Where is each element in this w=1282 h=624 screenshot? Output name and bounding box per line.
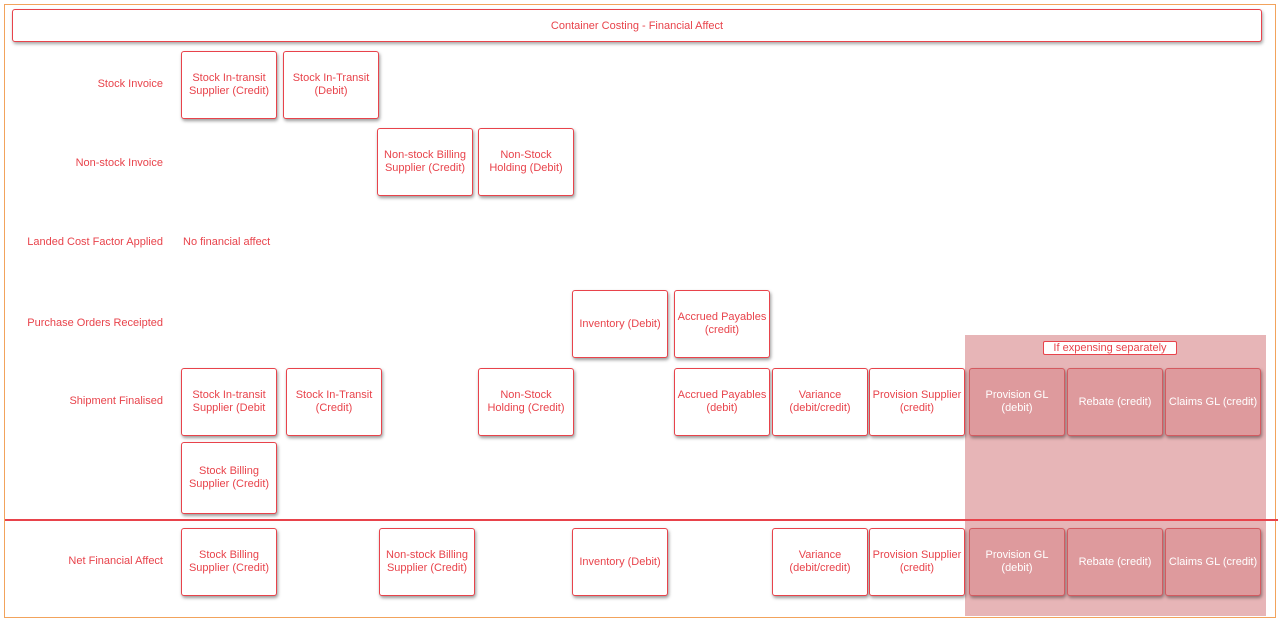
box-sf-stock-intransit-credit: Stock In-Transit (Credit) [286, 368, 382, 436]
box-po-inventory-debit: Inventory (Debit) [572, 290, 668, 358]
row-label-stock-invoice: Stock Invoice [97, 78, 163, 90]
box-nf-stock-billing-supplier-credit: Stock Billing Supplier (Credit) [181, 528, 277, 596]
row-label-net-financial: Net Financial Affect [68, 555, 163, 567]
box-stock-intransit-debit: Stock In-Transit (Debit) [283, 51, 379, 119]
box-sf-claims-gl-credit: Claims GL (credit) [1165, 368, 1261, 436]
box-sf-stock-intransit-supplier-debit: Stock In-transit Supplier (Debit [181, 368, 277, 436]
net-divider [5, 519, 1278, 521]
row-label-shipment-finalised: Shipment Finalised [69, 395, 163, 407]
box-nf-rebate-credit: Rebate (credit) [1067, 528, 1163, 596]
row-label-landed-cost: Landed Cost Factor Applied [27, 236, 163, 248]
box-sf-variance: Variance (debit/credit) [772, 368, 868, 436]
box-nonstock-holding-debit: Non-Stock Holding (Debit) [478, 128, 574, 196]
box-sf-provision-gl-debit: Provision GL (debit) [969, 368, 1065, 436]
diagram-frame [4, 4, 1276, 618]
diagram-title: Container Costing - Financial Affect [12, 9, 1262, 42]
box-nf-provision-gl-debit: Provision GL (debit) [969, 528, 1065, 596]
box-nf-nonstock-billing-supplier-credit: Non-stock Billing Supplier (Credit) [379, 528, 475, 596]
box-nf-claims-gl-credit: Claims GL (credit) [1165, 528, 1261, 596]
box-nonstock-billing-supplier-credit: Non-stock Billing Supplier (Credit) [377, 128, 473, 196]
expense-separately-label: If expensing separately [1043, 341, 1177, 355]
box-nf-variance: Variance (debit/credit) [772, 528, 868, 596]
row-label-nonstock-invoice: Non-stock Invoice [75, 157, 163, 169]
box-sf-provision-supplier-credit: Provision Supplier (credit) [869, 368, 965, 436]
box-sf-accrued-payables-debit: Accrued Payables (debit) [674, 368, 770, 436]
row-label-po-receipted: Purchase Orders Receipted [27, 317, 163, 329]
box-nf-provision-supplier-credit: Provision Supplier (credit) [869, 528, 965, 596]
no-financial-affect-note: No financial affect [183, 236, 271, 248]
box-nf-inventory-debit: Inventory (Debit) [572, 528, 668, 596]
box-stock-intransit-supplier-credit: Stock In-transit Supplier (Credit) [181, 51, 277, 119]
box-sf-nonstock-holding-credit: Non-Stock Holding (Credit) [478, 368, 574, 436]
box-po-accrued-payables-credit: Accrued Payables (credit) [674, 290, 770, 358]
box-sf-stock-billing-supplier-credit: Stock Billing Supplier (Credit) [181, 442, 277, 514]
box-sf-rebate-credit: Rebate (credit) [1067, 368, 1163, 436]
